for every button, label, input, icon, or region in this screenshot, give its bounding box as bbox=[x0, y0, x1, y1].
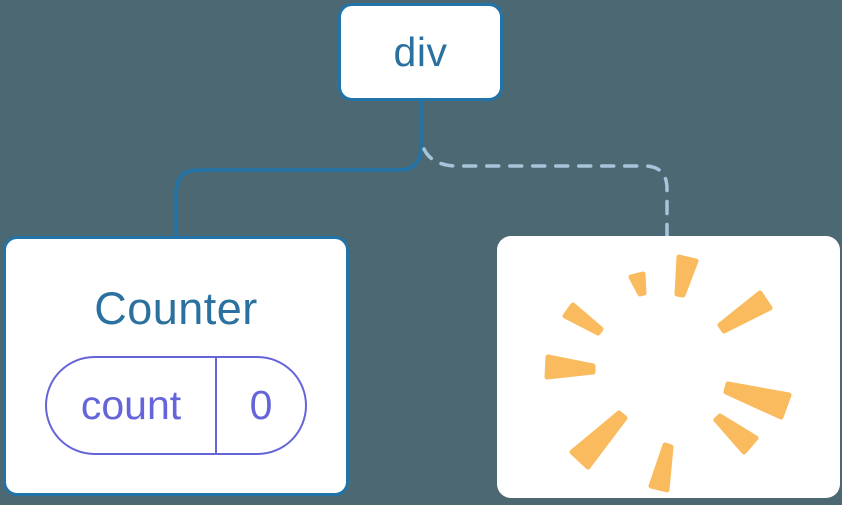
poof-burst-icon bbox=[544, 254, 792, 493]
removed-component-card bbox=[497, 236, 840, 498]
state-pill: count 0 bbox=[45, 356, 307, 455]
state-value-label: 0 bbox=[249, 382, 273, 428]
root-node-div: div bbox=[338, 3, 503, 101]
counter-component-card: Counter count 0 bbox=[3, 236, 349, 496]
dashed-connector-line bbox=[422, 147, 669, 239]
state-key-label: count bbox=[47, 358, 217, 453]
counter-card-title: Counter bbox=[94, 283, 258, 334]
root-node-label: div bbox=[393, 28, 448, 75]
solid-connector-line bbox=[174, 100, 423, 237]
